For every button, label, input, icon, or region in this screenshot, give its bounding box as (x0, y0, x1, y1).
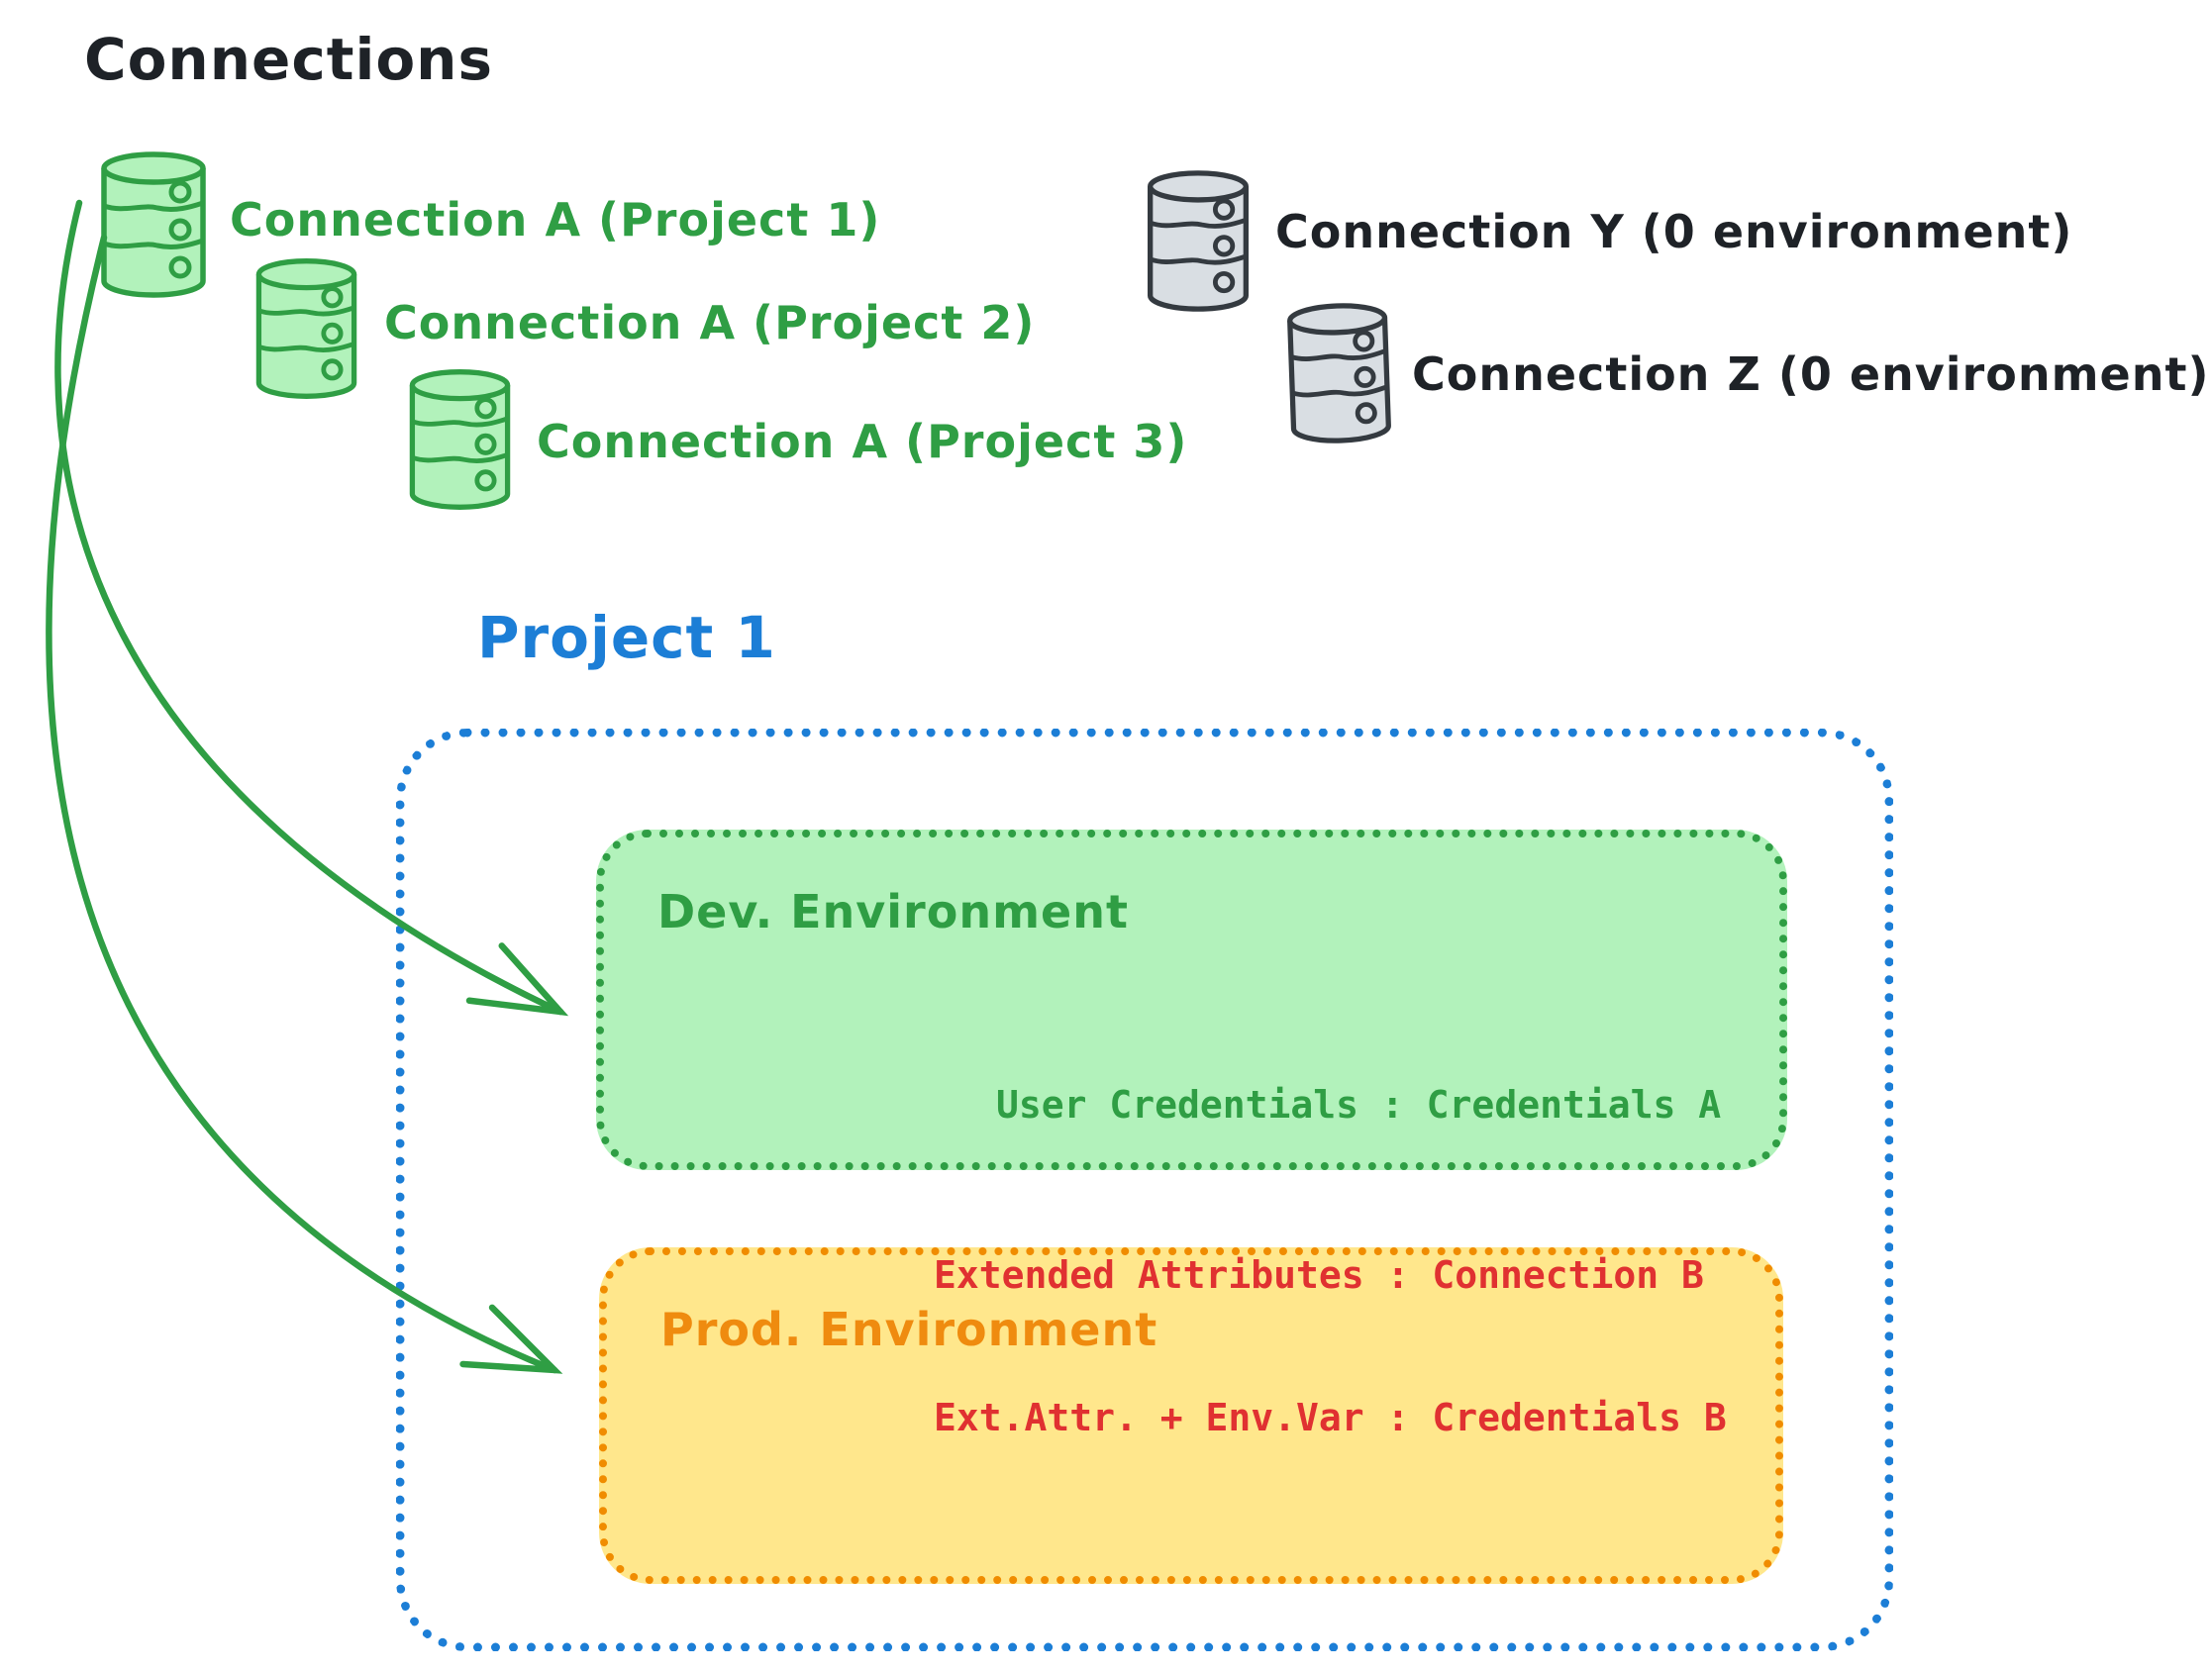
connection-a-project2-label: Connection A (Project 2) (384, 296, 1036, 349)
dev-credentials-mapping: User Credentials : Credentials A (996, 1083, 1722, 1127)
database-icon (94, 147, 213, 303)
connection-z-label: Connection Z (0 environment) (1412, 347, 2210, 401)
database-icon (1279, 293, 1398, 453)
prod-mapping-line: Extended Attributes : Connection B (934, 1253, 1704, 1297)
connection-a-project1-label: Connection A (Project 1) (230, 193, 881, 246)
database-icon (249, 253, 364, 404)
connection-a-project3-label: Connection A (Project 3) (537, 415, 1188, 468)
dev-environment-box: Dev. Environment User Credentials : Cred… (596, 830, 1787, 1170)
database-icon (402, 364, 518, 515)
project-title: Project 1 (477, 604, 776, 671)
prod-environment-title: Prod. Environment (660, 1303, 1158, 1356)
prod-credentials-mappings: Extended Attributes : Connection B Ext.A… (934, 1156, 1727, 1536)
connection-y-label: Connection Y (0 environment) (1275, 205, 2073, 258)
page-title: Connections (84, 26, 493, 93)
database-icon (1141, 163, 1256, 319)
prod-environment-box: Prod. Environment Extended Attributes : … (599, 1247, 1783, 1584)
dev-environment-title: Dev. Environment (657, 885, 1129, 938)
prod-mapping-line: Ext.Attr. + Env.Var : Credentials B (934, 1396, 1727, 1439)
